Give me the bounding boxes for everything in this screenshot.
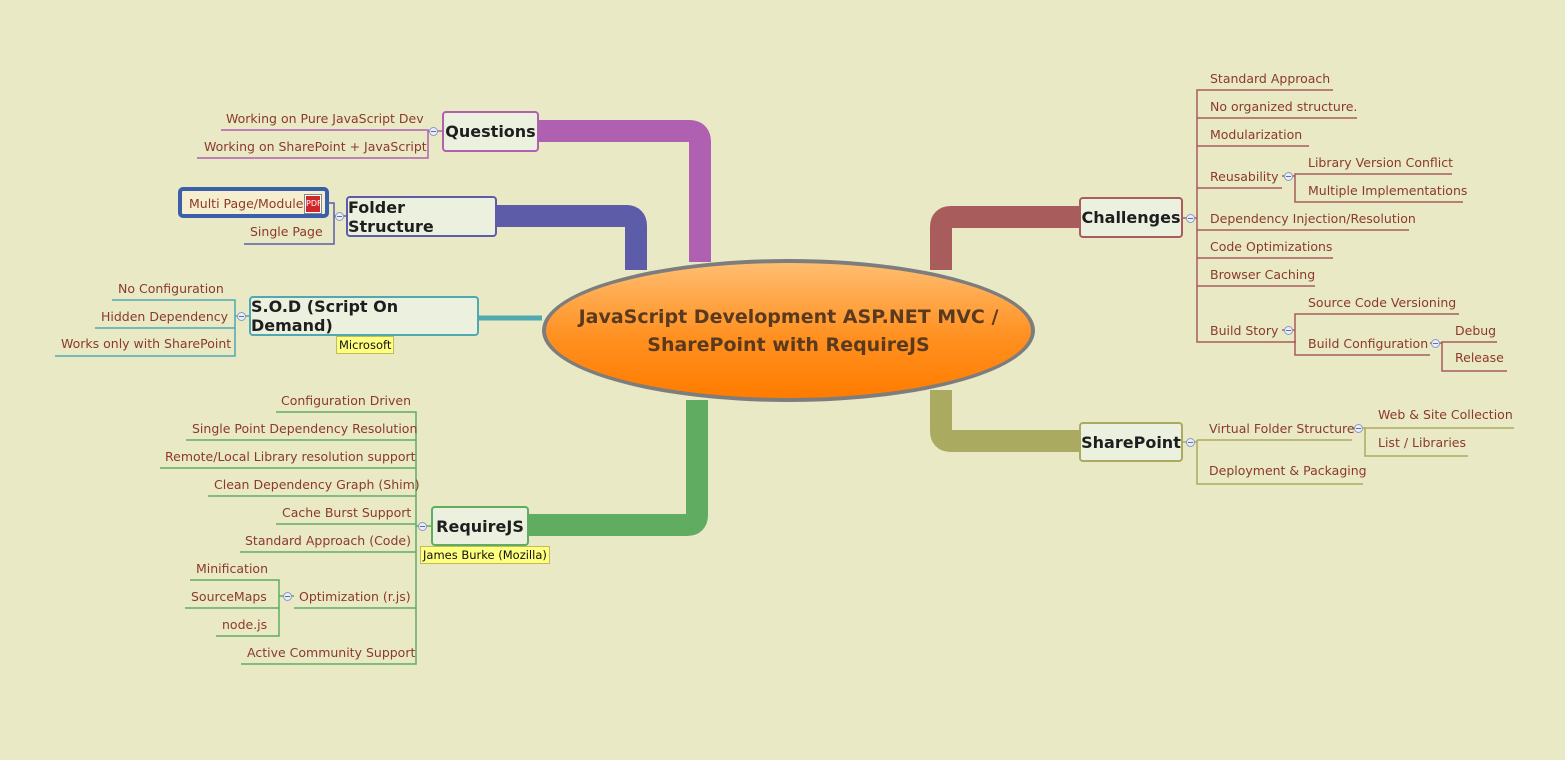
leaf-hidden-dependency[interactable]: Hidden Dependency [101, 309, 229, 324]
leaf-release[interactable]: Release [1455, 350, 1504, 365]
leaf-build-configuration[interactable]: Build Configuration [1308, 336, 1429, 351]
topic-challenges-label: Challenges [1081, 208, 1181, 227]
leaf-minification[interactable]: Minification [196, 561, 269, 576]
leaf-deployment-packaging[interactable]: Deployment & Packaging [1209, 463, 1367, 478]
topic-folder-structure[interactable]: Folder Structure [346, 196, 497, 237]
note-microsoft: Microsoft [336, 336, 395, 354]
collapse-icon[interactable] [335, 212, 344, 221]
leaf-active-community-support[interactable]: Active Community Support [247, 645, 416, 660]
leaf-nodejs[interactable]: node.js [222, 617, 268, 632]
topic-folder-label: Folder Structure [348, 197, 434, 236]
leaf-configuration-driven[interactable]: Configuration Driven [281, 393, 411, 408]
leaf-single-page[interactable]: Single Page [250, 224, 323, 239]
topic-requirejs[interactable]: RequireJS [431, 506, 529, 546]
topic-sharepoint-label: SharePoint [1081, 432, 1181, 452]
leaf-no-organized-structure[interactable]: No organized structure. [1210, 99, 1358, 114]
leaf-single-point-dependency[interactable]: Single Point Dependency Resolution [192, 421, 418, 436]
leaf-working-sharepoint-js[interactable]: Working on SharePoint + JavaScript [204, 139, 427, 154]
leaf-multi-page-module[interactable]: Multi Page/Module [189, 196, 304, 211]
leaf-reusability[interactable]: Reusability [1210, 169, 1279, 184]
leaf-modularization[interactable]: Modularization [1210, 127, 1303, 142]
leaf-virtual-folder-structure[interactable]: Virtual Folder Structure [1209, 421, 1355, 436]
note-james-burke: James Burke (Mozilla) [420, 546, 550, 564]
collapse-icon[interactable] [1186, 438, 1195, 447]
leaf-browser-caching[interactable]: Browser Caching [1210, 267, 1316, 282]
central-topic-label: JavaScript Development ASP.NET MVC / Sha… [578, 305, 999, 356]
leaf-library-version-conflict[interactable]: Library Version Conflict [1308, 155, 1454, 170]
leaf-list-libraries[interactable]: List / Libraries [1378, 435, 1466, 450]
pdf-icon[interactable]: PDF [305, 195, 322, 213]
leaf-sourcemaps[interactable]: SourceMaps [191, 589, 267, 604]
topic-challenges[interactable]: Challenges [1079, 197, 1183, 238]
leaf-source-code-versioning[interactable]: Source Code Versioning [1308, 295, 1457, 310]
leaf-debug[interactable]: Debug [1455, 323, 1497, 338]
leaf-works-only-sharepoint[interactable]: Works only with SharePoint [61, 336, 232, 351]
leaf-clean-dependency-graph[interactable]: Clean Dependency Graph (Shim) [214, 477, 420, 492]
topic-sod-label: S.O.D (Script On Demand) [251, 297, 399, 335]
collapse-icon[interactable] [1354, 424, 1363, 433]
collapse-icon[interactable] [418, 522, 427, 531]
collapse-icon[interactable] [237, 312, 246, 321]
leaf-remote-local-library[interactable]: Remote/Local Library resolution support [165, 449, 416, 464]
topic-questions-label: Questions [445, 122, 536, 141]
leaf-standard-approach[interactable]: Standard Approach [1210, 71, 1331, 86]
collapse-icon[interactable] [429, 127, 438, 136]
leaf-no-configuration[interactable]: No Configuration [118, 281, 224, 296]
leaf-web-site-collection[interactable]: Web & Site Collection [1378, 407, 1513, 422]
collapse-icon[interactable] [283, 592, 292, 601]
topic-requirejs-label: RequireJS [436, 516, 524, 536]
collapse-icon[interactable] [1284, 172, 1293, 181]
leaf-working-pure-js[interactable]: Working on Pure JavaScript Dev [226, 111, 424, 126]
collapse-icon[interactable] [1431, 339, 1440, 348]
collapse-icon[interactable] [1284, 326, 1293, 335]
selected-leaf-highlight [178, 187, 329, 218]
leaf-optimization-rjs[interactable]: Optimization (r.js) [299, 589, 411, 604]
topic-sharepoint[interactable]: SharePoint [1079, 422, 1183, 462]
leaf-multiple-implementations[interactable]: Multiple Implementations [1308, 183, 1468, 198]
leaf-build-story[interactable]: Build Story [1210, 323, 1279, 338]
collapse-icon[interactable] [1186, 214, 1195, 223]
topic-questions[interactable]: Questions [442, 111, 539, 152]
topic-sod[interactable]: S.O.D (Script On Demand) [249, 296, 479, 336]
leaf-code-optimizations[interactable]: Code Optimizations [1210, 239, 1333, 254]
leaf-dependency-injection[interactable]: Dependency Injection/Resolution [1210, 211, 1416, 226]
leaf-cache-burst-support[interactable]: Cache Burst Support [282, 505, 412, 520]
central-topic[interactable]: JavaScript Development ASP.NET MVC / Sha… [542, 259, 1035, 402]
leaf-standard-approach-code[interactable]: Standard Approach (Code) [245, 533, 411, 548]
